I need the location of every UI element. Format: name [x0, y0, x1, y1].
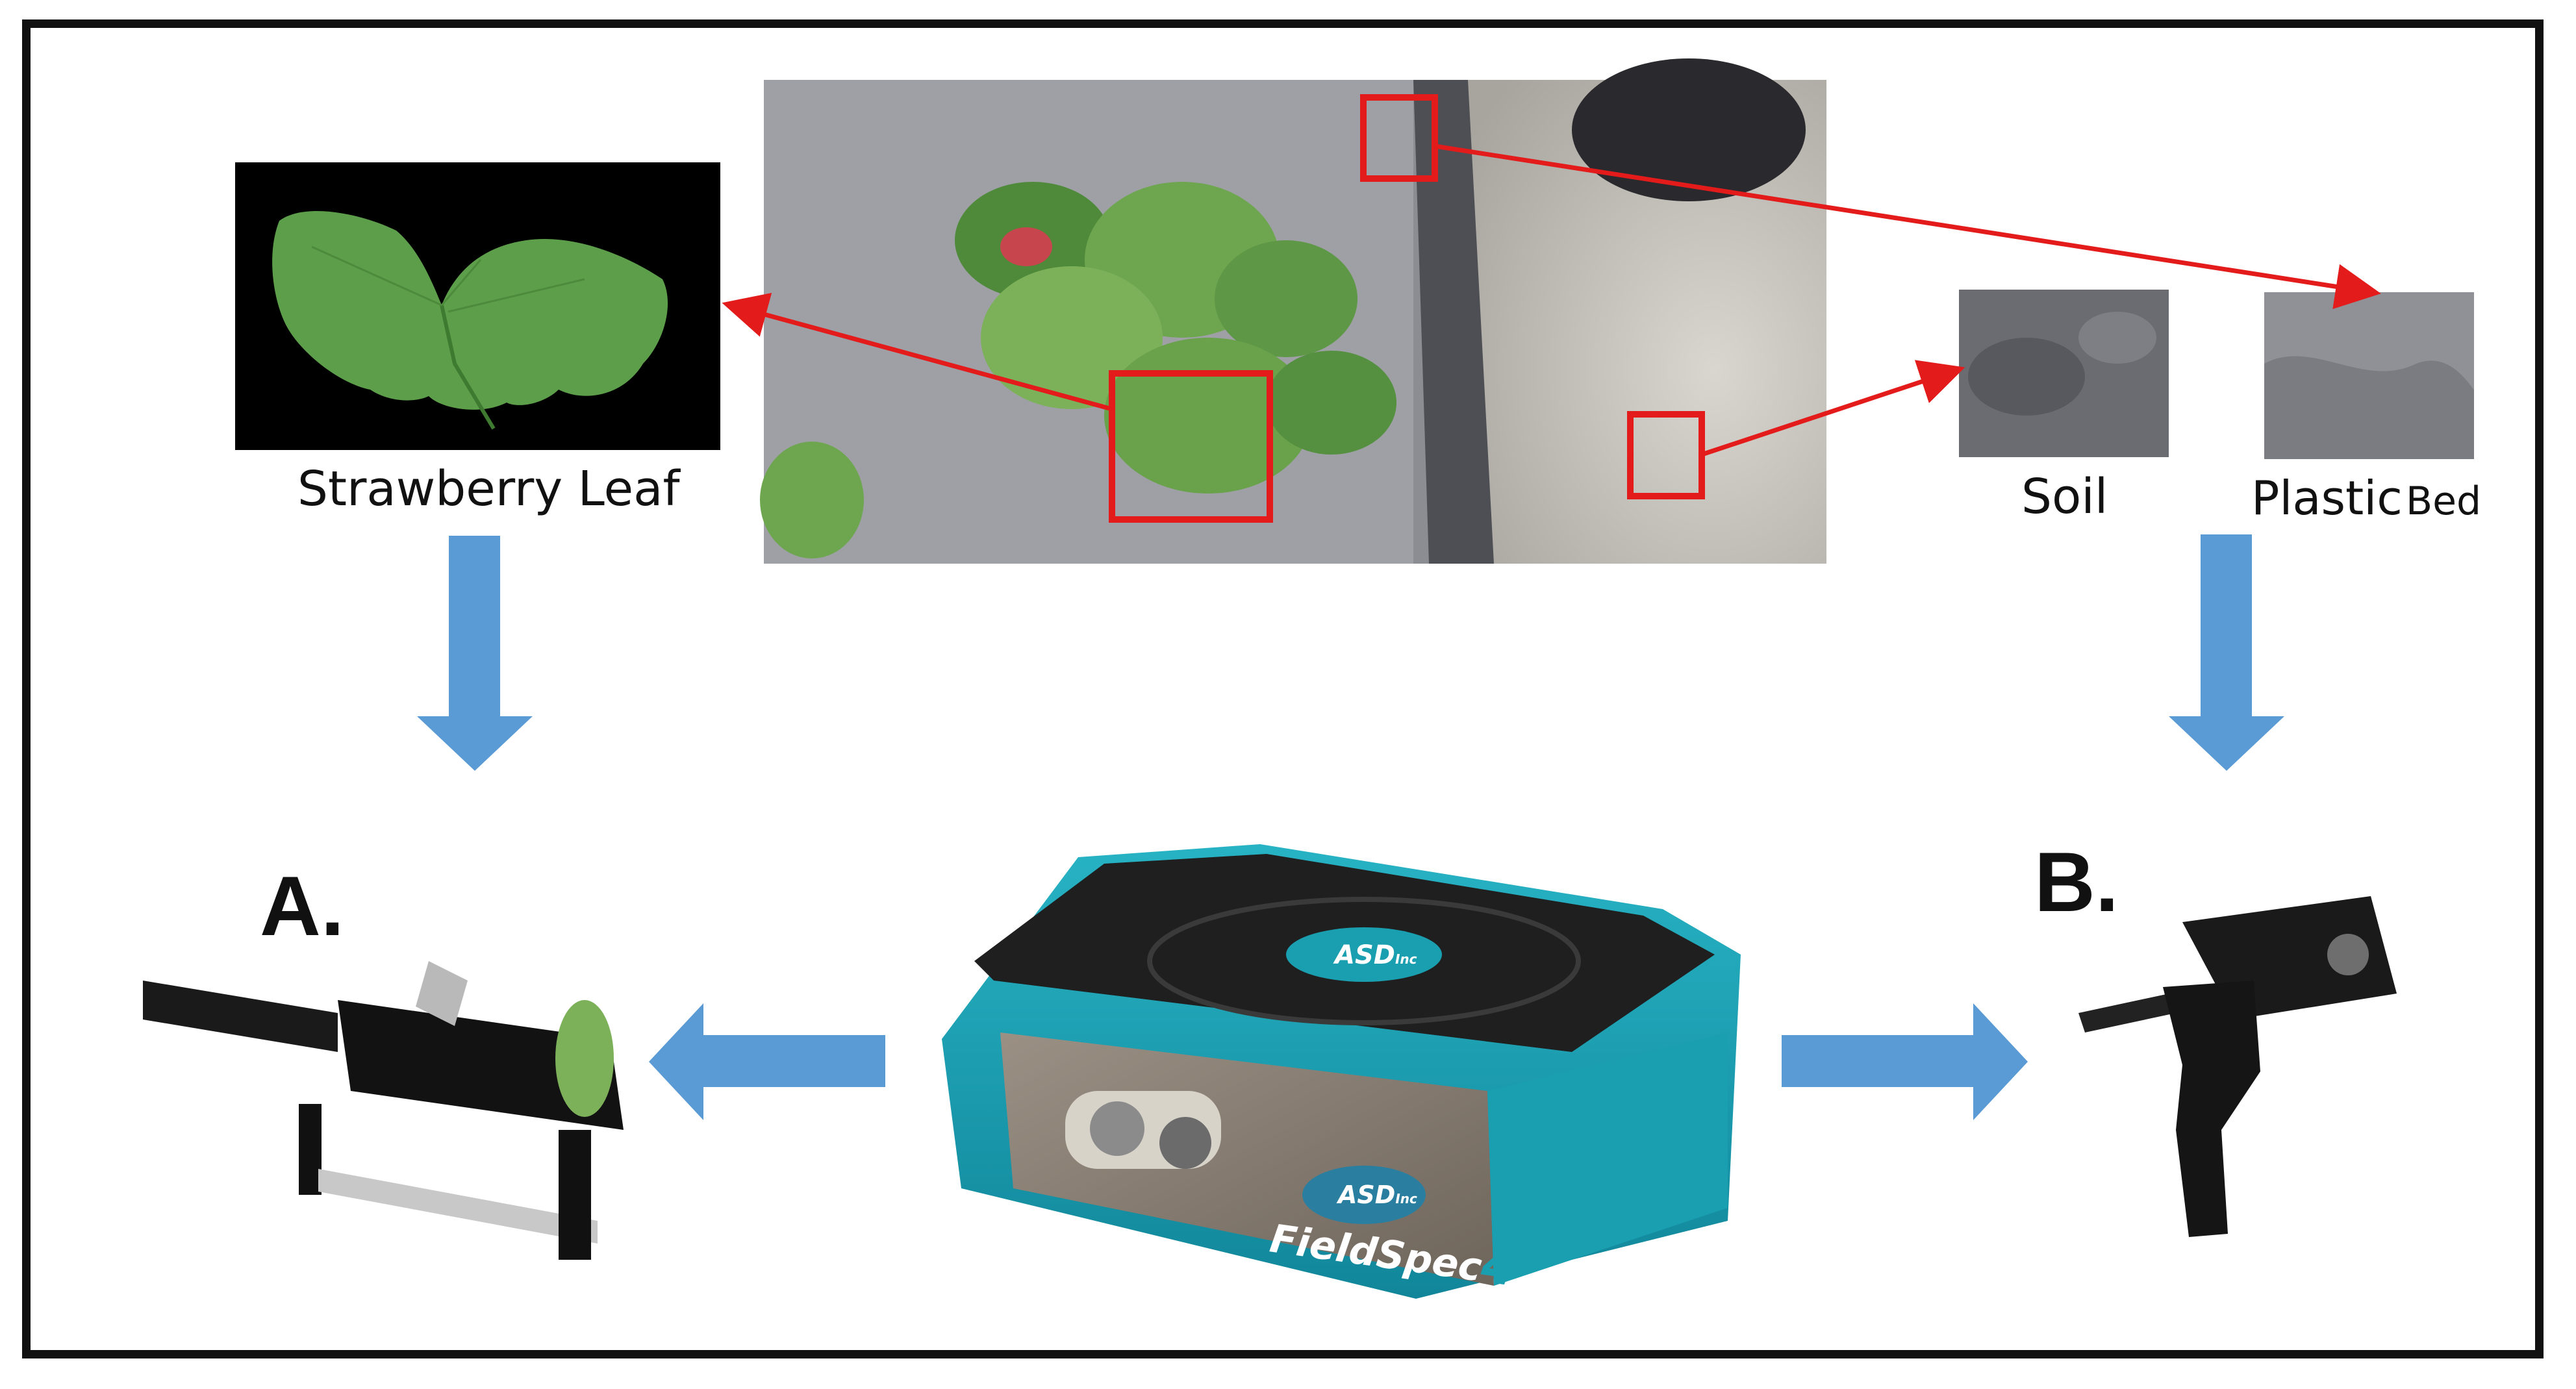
asd-inc-front: Inc [1395, 1191, 1417, 1207]
asd-brand-front: ASD [1338, 1181, 1395, 1209]
pistol-grip-accessory [2078, 896, 2397, 1237]
asd-inc-top: Inc [1395, 951, 1417, 967]
plastic-bed-sample-photo [2264, 292, 2474, 459]
asd-logo-top: ASDInc [1335, 940, 1417, 970]
strawberry-leaf-label: Strawberry Leaf [297, 461, 680, 517]
panel-a-label: A. [260, 857, 344, 955]
down-arrow-left [417, 536, 533, 771]
asd-logo-front: ASDInc [1338, 1181, 1417, 1209]
soil-label: Soil [2021, 469, 2108, 525]
plastic-label: Plastic [2251, 471, 2403, 525]
panel-b-label: B. [2034, 833, 2119, 931]
right-arrow-device [1782, 1003, 2028, 1120]
plastic-bed-label: Plastic Bed [2251, 471, 2481, 525]
asd-brand-top: ASD [1335, 940, 1395, 970]
leaf-clip-accessory [143, 961, 624, 1260]
bed-label: Bed [2406, 479, 2481, 524]
soil-sample-photo [1959, 290, 2169, 457]
strawberry-leaf-photo [235, 162, 720, 450]
left-arrow-device [649, 1003, 885, 1120]
field-photo [760, 58, 1826, 564]
down-arrow-right [2169, 534, 2284, 771]
